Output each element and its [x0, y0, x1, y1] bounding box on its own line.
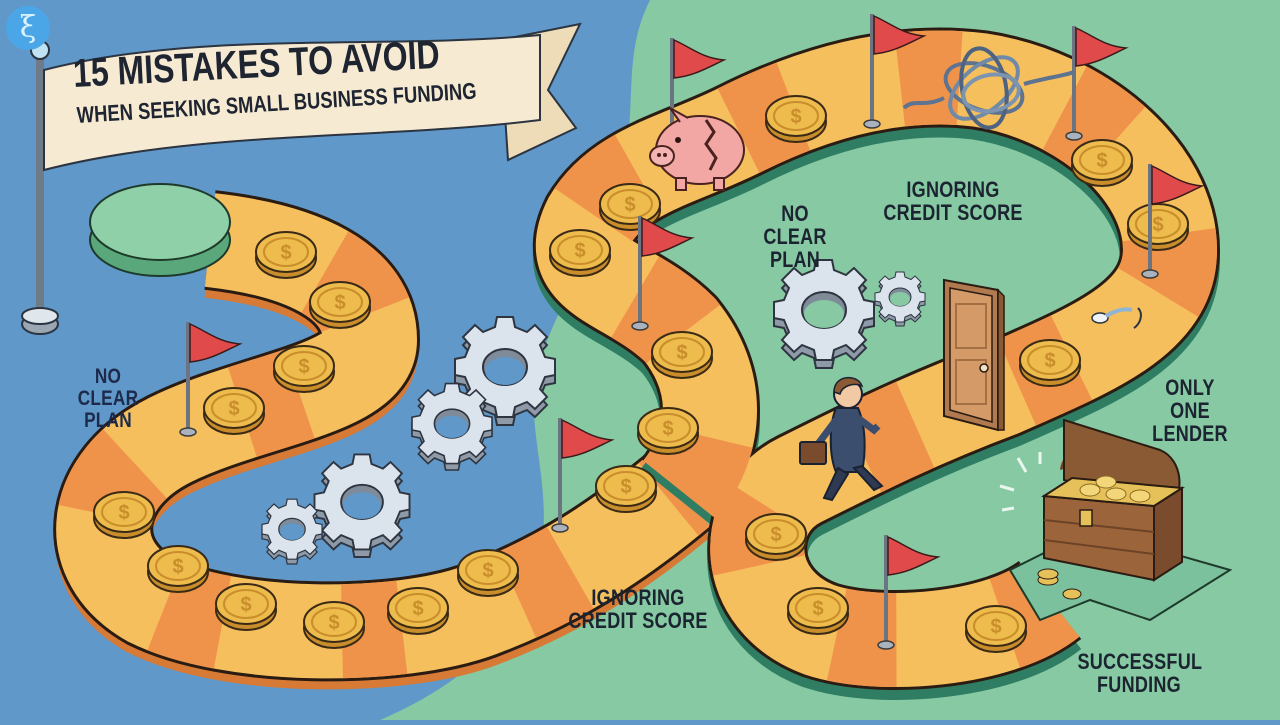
banner-ribbon — [43, 22, 582, 172]
start-platform — [89, 183, 231, 261]
piggy-bank-icon — [649, 107, 745, 191]
broken-cable-icon — [1091, 307, 1142, 329]
label-no-clear-plan-center: NO CLEAR PLAN — [763, 201, 827, 273]
label-ignoring-credit-score-bottom: IGNORING CREDIT SCORE — [568, 585, 708, 634]
tangled-rope-icon — [902, 46, 1075, 130]
briefcase-icon — [799, 441, 827, 465]
label-only-one-lender: ONLY ONE LENDER — [1152, 375, 1228, 447]
site-logo-icon[interactable]: ξ — [6, 6, 50, 50]
label-successful-funding: SUCCESSFUL FUNDING — [1077, 649, 1203, 698]
label-ignoring-credit-score-top: IGNORING CREDIT SCORE — [883, 177, 1023, 226]
businessman-icon — [799, 377, 884, 502]
label-no-clear-plan-left: NO CLEAR PLAN — [77, 365, 139, 433]
treasure-chest-icon — [999, 418, 1185, 600]
banner-pole — [21, 40, 59, 335]
door-icon — [943, 278, 1005, 432]
